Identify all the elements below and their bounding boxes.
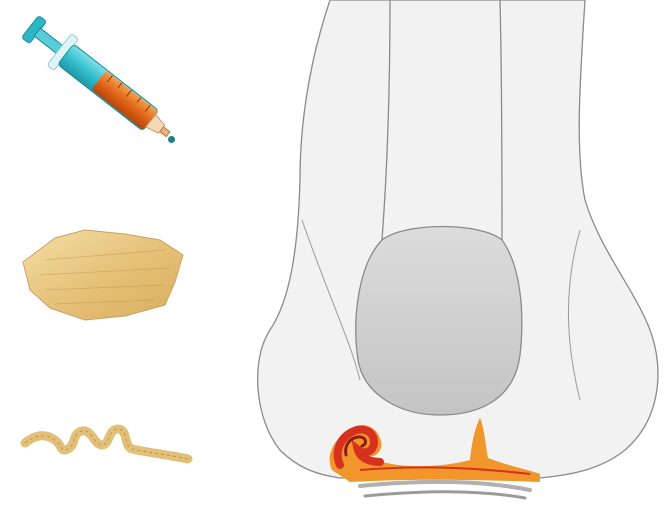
dressing-pad-icon <box>15 220 195 330</box>
syringe-icon <box>10 5 200 165</box>
heel-wound-cross-section-icon <box>240 0 669 509</box>
gauze-strip-icon <box>20 415 195 475</box>
dressing-layer-2 <box>365 492 525 498</box>
heel-wound-diagram <box>240 0 669 509</box>
dressing-layer-1 <box>360 482 530 490</box>
dressing-pad-illustration <box>15 220 195 330</box>
syringe-illustration <box>10 5 200 165</box>
calcaneus-bone <box>356 227 522 416</box>
gauze-strip-illustration <box>20 415 195 475</box>
